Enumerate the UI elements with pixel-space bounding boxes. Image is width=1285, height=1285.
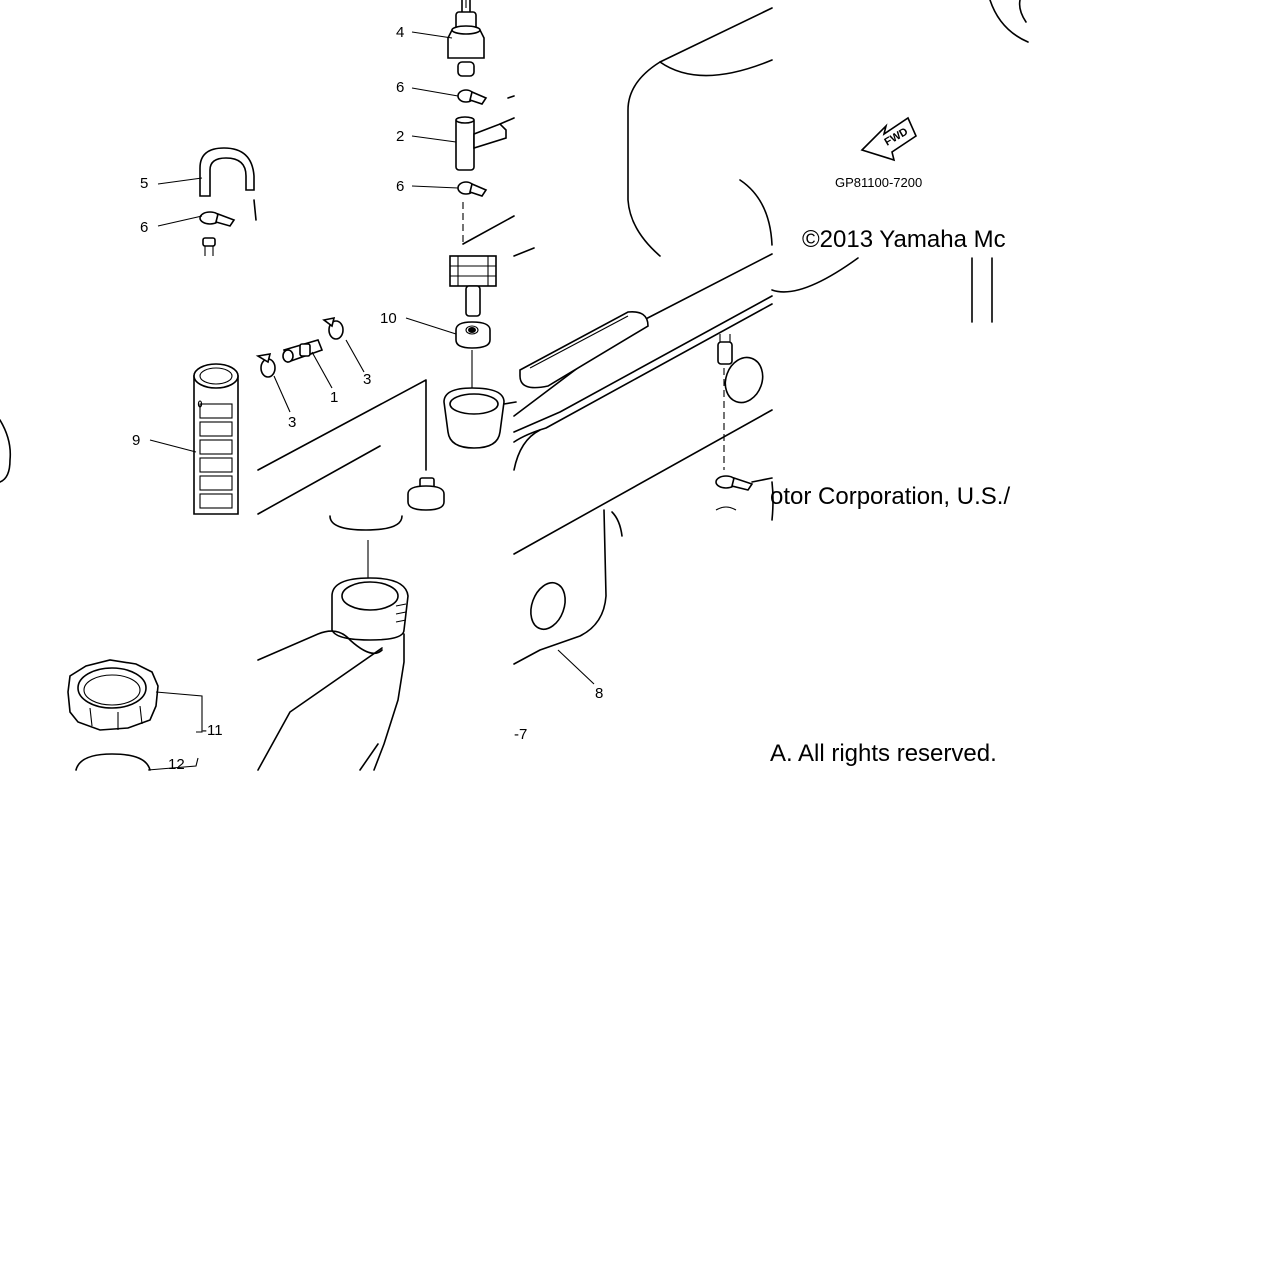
hose-clamp-6b bbox=[457, 181, 488, 197]
callout-3b: 3 bbox=[288, 414, 296, 431]
callout-9: 9 bbox=[132, 432, 140, 449]
tank-upper-shell bbox=[627, 0, 1029, 323]
callout-7: -7 bbox=[514, 726, 527, 743]
right-hose-clamp bbox=[715, 475, 773, 511]
callout-1: 1 bbox=[330, 389, 338, 406]
filler-cap-gasket bbox=[75, 753, 151, 771]
tank-port-1 bbox=[724, 356, 764, 404]
callout-6a: 6 bbox=[396, 79, 404, 96]
callout-11: -11 bbox=[202, 722, 223, 739]
hose-end-fitting bbox=[202, 237, 216, 256]
right-hose-nipple bbox=[717, 334, 733, 365]
fuel-strainer bbox=[449, 255, 497, 317]
drawing-code: GP81100-7200 bbox=[835, 175, 922, 190]
leader-lines bbox=[147, 31, 595, 771]
filler-pipe-hose bbox=[193, 363, 239, 515]
callout-6b: 6 bbox=[396, 178, 404, 195]
filler-cap bbox=[67, 659, 159, 731]
callout-numbers: 4 6 2 6 5 6 10 3 1 3 9 8 -7 -11 12 bbox=[132, 24, 603, 773]
tank-lower-shell bbox=[257, 630, 405, 771]
gasket bbox=[329, 515, 403, 531]
callout-12: 12 bbox=[168, 756, 185, 773]
callout-4: 4 bbox=[396, 24, 404, 41]
callout-3a: 3 bbox=[363, 371, 371, 388]
pipe-joint bbox=[282, 339, 324, 364]
filter-assembly bbox=[447, 0, 485, 77]
drain-fitting bbox=[407, 477, 445, 511]
lower-filler-neck bbox=[331, 577, 409, 641]
left-edge-curve bbox=[0, 419, 12, 483]
t-joint bbox=[455, 116, 515, 171]
copyright-fragment-1: ©2013 Yamaha Mc bbox=[802, 226, 1006, 253]
fwd-arrow-icon: FWD bbox=[860, 116, 918, 162]
callout-8: 8 bbox=[595, 685, 603, 702]
callout-6c: 6 bbox=[140, 219, 148, 236]
hose-clamp-3a bbox=[322, 316, 344, 340]
callout-5: 5 bbox=[140, 175, 148, 192]
tank-port-2 bbox=[530, 581, 566, 631]
hose-clamp-3b bbox=[255, 353, 276, 378]
callout-10: 10 bbox=[380, 310, 397, 327]
callout-2: 2 bbox=[396, 128, 404, 145]
vent-hose bbox=[199, 147, 257, 221]
copyright-fragment-3: A. All rights reserved. bbox=[770, 740, 997, 767]
hose-clamp-6a bbox=[457, 89, 515, 105]
copyright-fragment-2: otor Corporation, U.S./ bbox=[770, 483, 1010, 510]
grommet bbox=[455, 321, 491, 349]
filler-neck bbox=[443, 387, 517, 449]
tank-ridge bbox=[519, 310, 649, 389]
hose-clamp-6c bbox=[199, 211, 236, 227]
